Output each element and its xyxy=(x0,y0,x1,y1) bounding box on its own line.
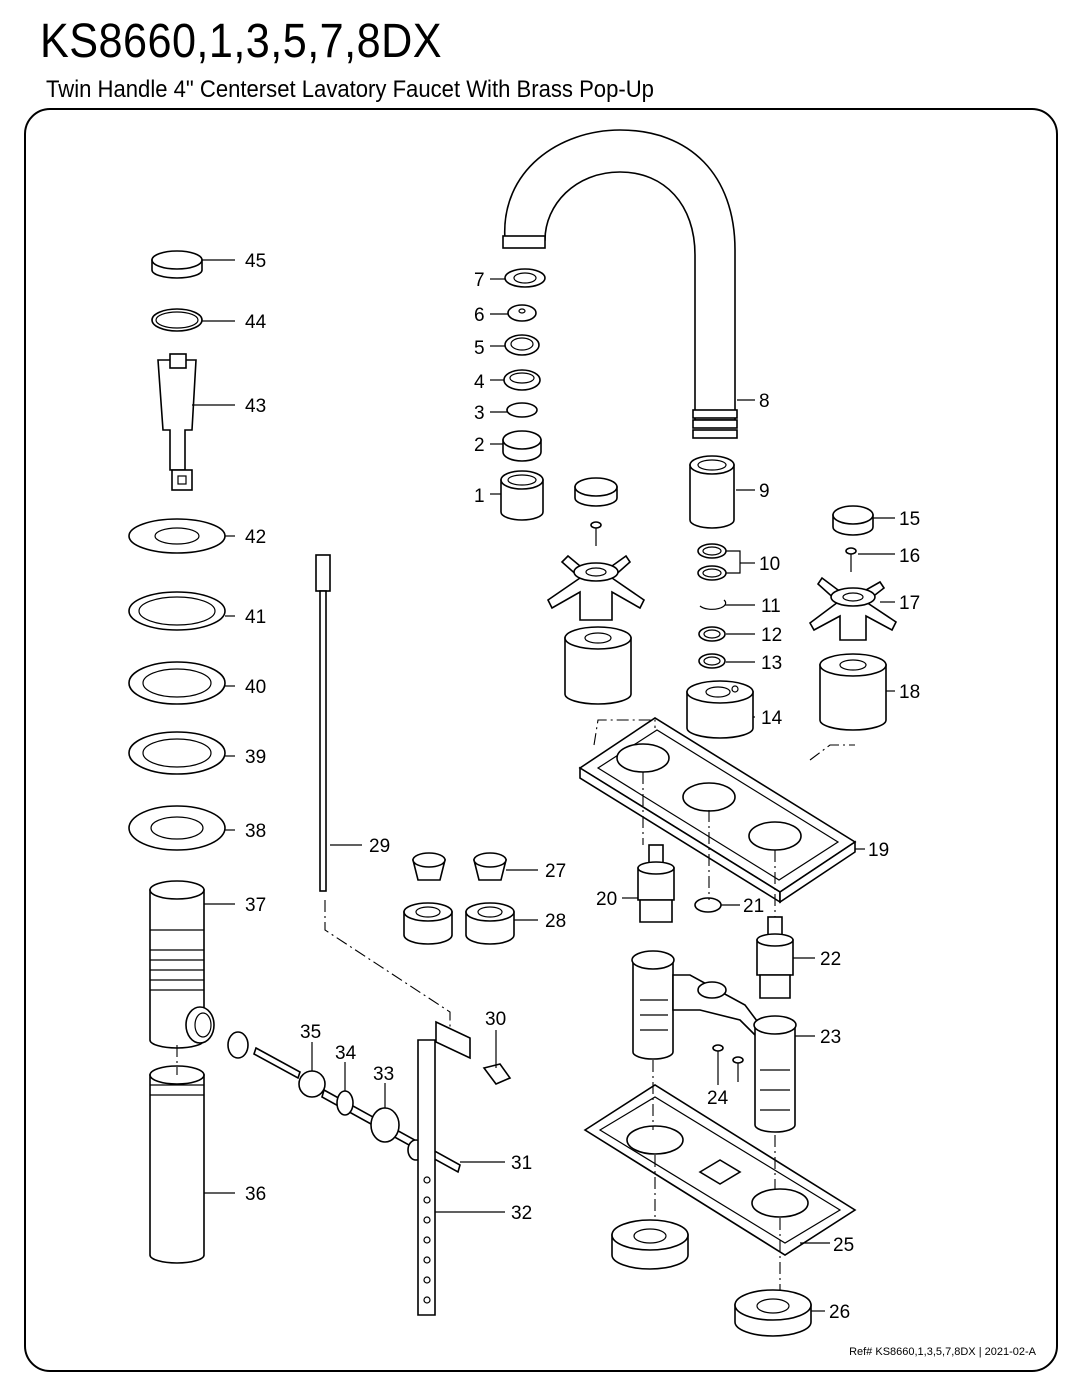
manifold xyxy=(631,950,797,1133)
diagram-title: KS8660,1,3,5,7,8DX xyxy=(40,15,442,68)
drain-flange-stack xyxy=(128,518,226,851)
callout-8: 8 xyxy=(759,391,770,412)
callout-26: 26 xyxy=(829,1302,850,1323)
callout-6: 6 xyxy=(474,305,485,326)
spout-base-parts xyxy=(686,455,754,739)
right-handle xyxy=(808,505,898,731)
leader-lines xyxy=(192,259,895,1312)
callout-34: 34 xyxy=(335,1043,357,1064)
reference-number: Ref# KS8660,1,3,5,7,8DX | 2021-02-A xyxy=(849,1346,1036,1358)
callout-9: 9 xyxy=(759,481,770,502)
callout-38: 38 xyxy=(245,821,266,842)
callout-37: 37 xyxy=(245,895,266,916)
callout-36: 36 xyxy=(245,1184,266,1205)
callout-33: 33 xyxy=(373,1064,394,1085)
valve-left xyxy=(637,844,722,923)
compression-fittings xyxy=(403,852,515,945)
callout-19: 19 xyxy=(868,840,889,861)
callout-41: 41 xyxy=(245,607,266,628)
aerator-parts xyxy=(500,268,546,521)
callout-28: 28 xyxy=(545,911,566,932)
callout-2: 2 xyxy=(474,435,485,456)
callout-23: 23 xyxy=(820,1027,841,1048)
spout xyxy=(502,129,738,439)
callout-11: 11 xyxy=(761,596,781,617)
callout-43: 43 xyxy=(245,396,266,417)
callout-18: 18 xyxy=(899,682,920,703)
callout-14: 14 xyxy=(761,708,783,729)
diagram-subtitle: Twin Handle 4" Centerset Lavatory Faucet… xyxy=(46,76,654,103)
callout-22: 22 xyxy=(820,949,841,970)
callout-21: 21 xyxy=(743,896,764,917)
drawing-frame xyxy=(24,108,1058,1372)
callout-5: 5 xyxy=(474,338,485,359)
callout-16: 16 xyxy=(899,546,920,567)
valve-right xyxy=(756,916,794,999)
clevis-strap xyxy=(417,1020,512,1316)
callout-44: 44 xyxy=(245,312,267,333)
callout-35: 35 xyxy=(300,1022,321,1043)
callout-45: 45 xyxy=(245,251,266,272)
assembly-lines xyxy=(176,719,855,1290)
callout-1: 1 xyxy=(474,486,485,507)
callout-3: 3 xyxy=(474,403,485,424)
drain-body xyxy=(149,880,249,1059)
callout-13: 13 xyxy=(761,653,782,674)
callout-29: 29 xyxy=(369,836,390,857)
callout-24: 24 xyxy=(707,1088,729,1109)
lift-rod xyxy=(315,554,331,892)
left-handle xyxy=(546,477,646,705)
callout-17: 17 xyxy=(899,593,920,614)
callout-4: 4 xyxy=(474,372,485,393)
callout-27: 27 xyxy=(545,861,566,882)
callout-25: 25 xyxy=(833,1235,854,1256)
mounting-nuts xyxy=(611,1219,812,1337)
callout-7: 7 xyxy=(474,270,485,291)
callout-31: 31 xyxy=(511,1153,532,1174)
callout-39: 39 xyxy=(245,747,266,768)
tailpiece xyxy=(149,1065,205,1264)
callout-20: 20 xyxy=(596,889,617,910)
base-plate xyxy=(578,717,857,904)
popup-stopper xyxy=(151,250,203,491)
callout-10: 10 xyxy=(759,554,780,575)
callout-30: 30 xyxy=(485,1009,506,1030)
callout-42: 42 xyxy=(245,527,266,548)
callout-15: 15 xyxy=(899,509,920,530)
callout-40: 40 xyxy=(245,677,266,698)
callout-12: 12 xyxy=(761,625,782,646)
callout-labels: 1 2 3 4 5 6 7 8 9 10 11 12 13 14 15 16 1… xyxy=(245,251,920,1323)
callout-32: 32 xyxy=(511,1203,532,1224)
